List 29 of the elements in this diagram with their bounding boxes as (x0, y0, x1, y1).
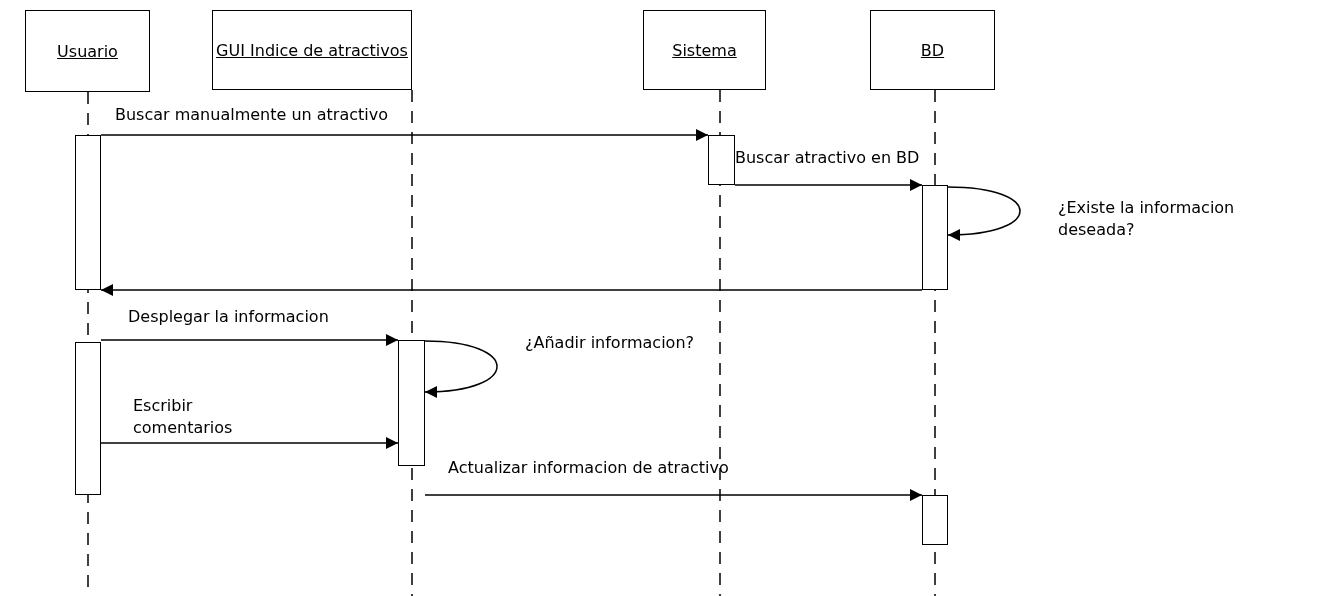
message-arrow (100, 129, 709, 141)
activation-bar (708, 135, 735, 185)
edge-label: ¿Existe la informacion deseada? (1058, 197, 1236, 241)
self-message-arrow (947, 186, 1021, 241)
object-box (25, 10, 150, 92)
message-arrow (734, 179, 923, 191)
object-box (870, 10, 995, 90)
activation-bar (398, 340, 425, 466)
object-name: BD (920, 40, 945, 60)
message-arrow (100, 334, 399, 346)
message-arrow (100, 284, 923, 296)
edge-label: Desplegar la informacion (128, 306, 330, 328)
edge-label: Buscar atractivo en BD (735, 147, 921, 169)
activation-bar (922, 495, 948, 545)
edge-label: Buscar manualmente un atractivo (115, 104, 389, 126)
activation-bar (75, 135, 101, 290)
edge-label: Escribir comentarios (133, 395, 234, 439)
edge-label: ¿Añadir informacion? (525, 332, 695, 354)
self-message-arrow (424, 340, 498, 398)
edge-label: Actualizar informacion de atractivo (448, 457, 730, 479)
activation-bar (922, 185, 948, 290)
object-name: Usuario (57, 41, 118, 61)
message-arrow (424, 489, 923, 501)
message-arrow (100, 437, 399, 449)
object-name: GUI Indice de atractivos (216, 40, 408, 60)
object-box (212, 10, 412, 90)
object-box (643, 10, 766, 90)
activation-bar (75, 342, 101, 495)
object-name: Sistema (672, 40, 737, 60)
